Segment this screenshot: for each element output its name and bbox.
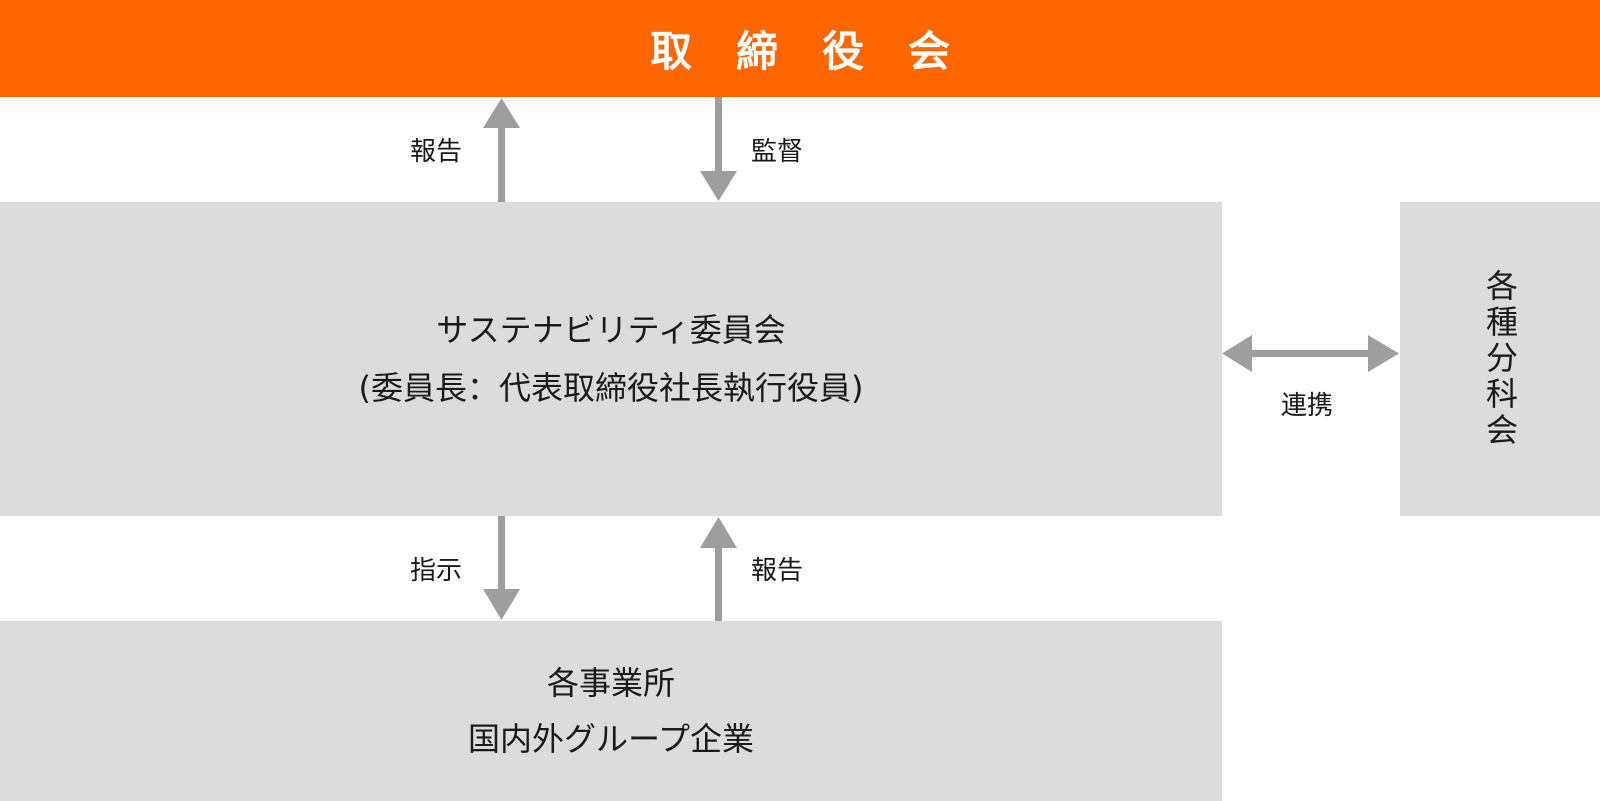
arrow-supervise-down — [700, 97, 737, 201]
subcommittees-title: 各種分科会 — [1481, 269, 1519, 449]
offices-line-2: 国内外グループ企業 — [467, 720, 755, 758]
committee-chair: (委員長：代表取締役社長執行役員) — [358, 369, 864, 407]
arrow-report-up-top — [483, 98, 520, 202]
label-report-bottom: 報告 — [751, 556, 804, 586]
sustainability-committee-box: サステナビリティ委員会 (委員長：代表取締役社長執行役員) — [0, 202, 1222, 516]
committee-name: サステナビリティ委員会 — [436, 311, 786, 349]
offices-line-1: 各事業所 — [546, 664, 675, 702]
label-instruct: 指示 — [410, 556, 463, 586]
subcommittees-box: 各種分科会 — [1400, 202, 1600, 516]
label-collaborate: 連携 — [1281, 391, 1334, 421]
board-of-directors-header: 取締役会 — [0, 0, 1600, 97]
offices-box: 各事業所 国内外グループ企業 — [0, 621, 1222, 801]
arrow-collaborate — [1222, 335, 1399, 372]
arrow-instruct-down — [483, 516, 520, 620]
label-supervise: 監督 — [751, 137, 804, 167]
arrow-report-up-bottom — [700, 517, 737, 621]
board-title: 取締役会 — [649, 27, 994, 76]
label-report-top: 報告 — [410, 137, 463, 167]
